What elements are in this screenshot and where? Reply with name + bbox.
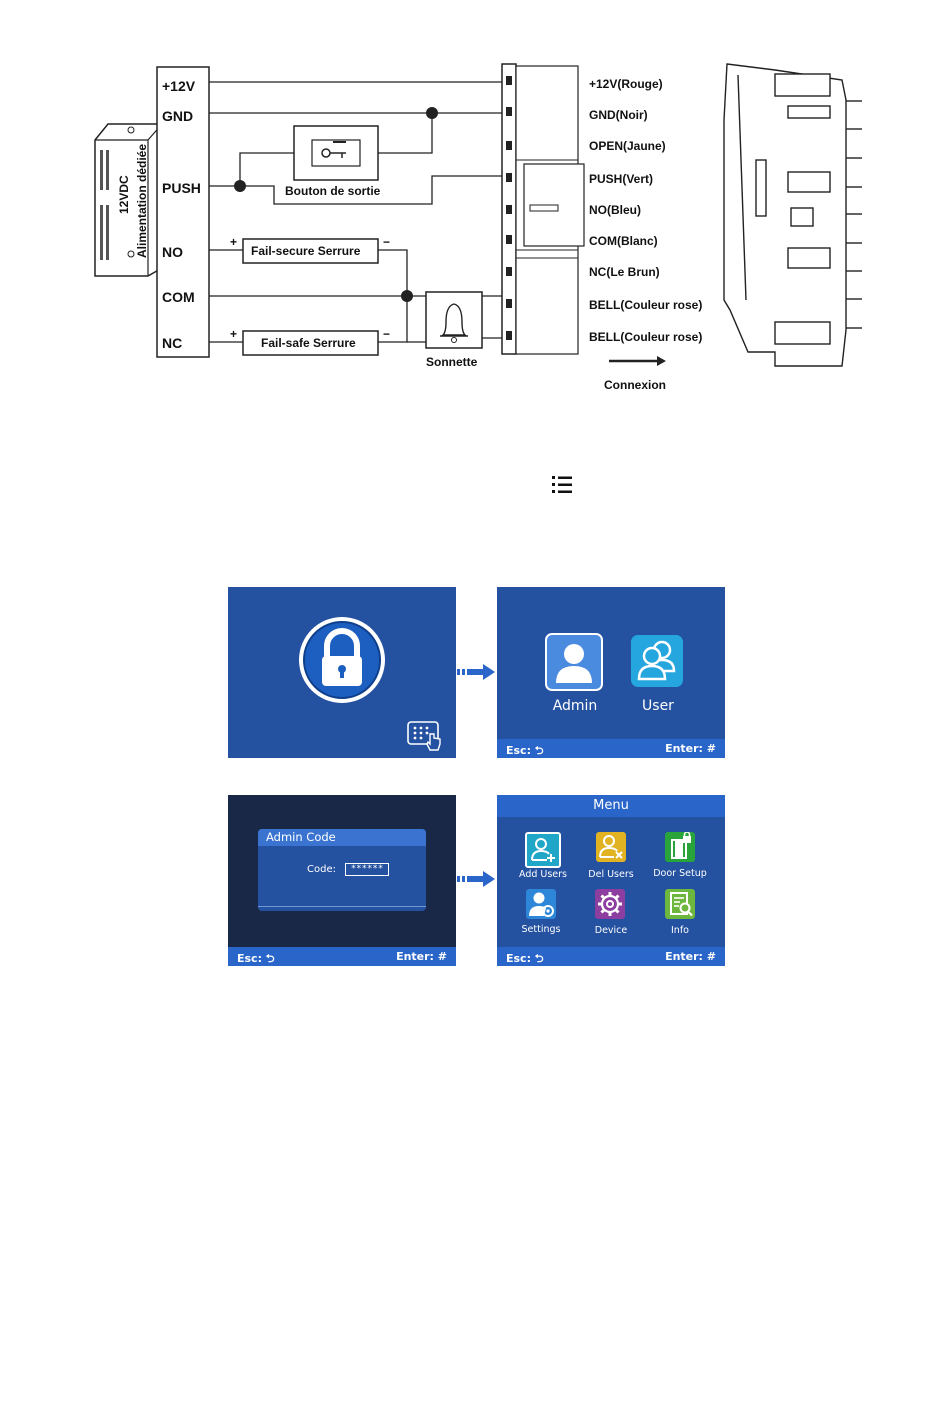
door-icon: [671, 831, 691, 859]
dialog-title: Admin Code: [258, 829, 426, 846]
device-connector-side: [723, 63, 862, 367]
status-bar: Esc: ⮌ Enter: #: [497, 947, 725, 966]
terminal-label: NO: [162, 244, 183, 260]
screen-lock: [228, 587, 456, 758]
minus-sign: −: [383, 327, 390, 341]
menu-title: Menu: [497, 795, 725, 817]
connection-arrow: [609, 356, 666, 366]
fail-safe-lock-label: Fail-safe Serrure: [261, 336, 356, 350]
exit-button-label: Bouton de sortie: [285, 184, 381, 198]
fail-secure-lock: [242, 238, 379, 264]
door-setup-tile[interactable]: [665, 831, 695, 862]
menu-label-door-setup: Door Setup: [653, 868, 707, 879]
wire-label: BELL(Couleur rose): [589, 298, 702, 312]
plus-sign: +: [230, 327, 237, 341]
screen-role-select: Admin User Esc: ⮌ Enter: #: [497, 587, 725, 758]
settings-tile[interactable]: [526, 889, 556, 919]
enter-hint: Enter: #: [396, 950, 447, 963]
code-label: Code:: [307, 864, 336, 875]
bell-label: Sonnette: [426, 355, 478, 369]
admin-tile[interactable]: [545, 633, 603, 691]
info-tile[interactable]: [665, 889, 695, 919]
terminal-label: GND: [162, 108, 193, 124]
fail-secure-lock-label: Fail-secure Serrure: [251, 244, 361, 258]
status-bar: Esc: ⮌ Enter: #: [228, 947, 456, 966]
keypad-icon[interactable]: [406, 720, 444, 752]
wire-label: NC(Le Brun): [589, 265, 660, 279]
add-users-tile[interactable]: [525, 832, 561, 868]
del-users-tile[interactable]: [596, 832, 626, 862]
wire-label: +12V(Rouge): [589, 77, 663, 91]
user-label: User: [642, 698, 674, 714]
admin-code-dialog: Admin Code Code: ******: [258, 829, 426, 911]
arrow-right-icon: [457, 664, 495, 680]
menu-label-settings: Settings: [521, 924, 561, 935]
terminal-label: +12V: [162, 78, 196, 94]
admin-label: Admin: [552, 698, 598, 714]
terminal-label: PUSH: [162, 180, 201, 196]
terminal-label: COM: [162, 289, 195, 305]
connector-block: [501, 63, 585, 355]
screen-admin-code: Admin Code Code: ****** Esc: ⮌ Enter: #: [228, 795, 456, 966]
screen-menu: Menu Add Users Del Users Door Setup: [497, 795, 725, 966]
esc-hint: Esc: ⮌: [506, 952, 544, 965]
device-tile[interactable]: [595, 889, 625, 919]
power-supply-voltage: 12VDC: [117, 175, 131, 214]
users-icon: [637, 640, 676, 681]
plus-sign: +: [230, 235, 237, 249]
user-tile[interactable]: [631, 635, 683, 687]
enter-hint: Enter: #: [665, 742, 716, 755]
wire-label: OPEN(Jaune): [589, 139, 666, 153]
power-supply: 12VDC Alimentation dédiée: [94, 123, 163, 277]
wire-label: GND(Noir): [589, 108, 648, 122]
padlock-icon[interactable]: [297, 615, 387, 705]
add-user-icon: [531, 838, 555, 862]
document-search-icon: [670, 892, 693, 917]
terminal-label: NC: [162, 335, 182, 351]
esc-hint: Esc: ⮌: [237, 952, 275, 965]
terminal-block: [156, 66, 210, 358]
power-supply-label: Alimentation dédiée: [135, 144, 149, 258]
bell-icon: [441, 303, 467, 336]
status-bar: Esc: ⮌ Enter: #: [497, 739, 725, 758]
wire-label: COM(Blanc): [589, 234, 658, 248]
minus-sign: −: [383, 235, 390, 249]
wire-label: NO(Bleu): [589, 203, 641, 217]
gear-icon: [598, 892, 622, 916]
wire-label: PUSH(Vert): [589, 172, 653, 186]
arrow-right-icon: [457, 871, 495, 887]
code-input[interactable]: ******: [345, 863, 389, 876]
user-settings-icon: [529, 892, 554, 917]
exit-button: [293, 125, 379, 181]
menu-label-info: Info: [671, 925, 689, 936]
esc-hint: Esc: ⮌: [506, 744, 544, 757]
bell: [425, 291, 483, 349]
enter-hint: Enter: #: [665, 950, 716, 963]
fail-safe-lock: [242, 330, 379, 356]
menu-label-device: Device: [594, 925, 628, 936]
wire-label: BELL(Couleur rose): [589, 330, 702, 344]
connection-label: Connexion: [604, 378, 666, 392]
admin-icon: [556, 644, 592, 683]
list-icon: [552, 476, 572, 493]
menu-label-del-users: Del Users: [588, 869, 634, 880]
wiring-diagram: 12VDC Alimentation dédiée +12V GND PUSH …: [94, 63, 862, 392]
menu-label-add-users: Add Users: [518, 869, 567, 880]
delete-user-icon: [599, 835, 623, 859]
